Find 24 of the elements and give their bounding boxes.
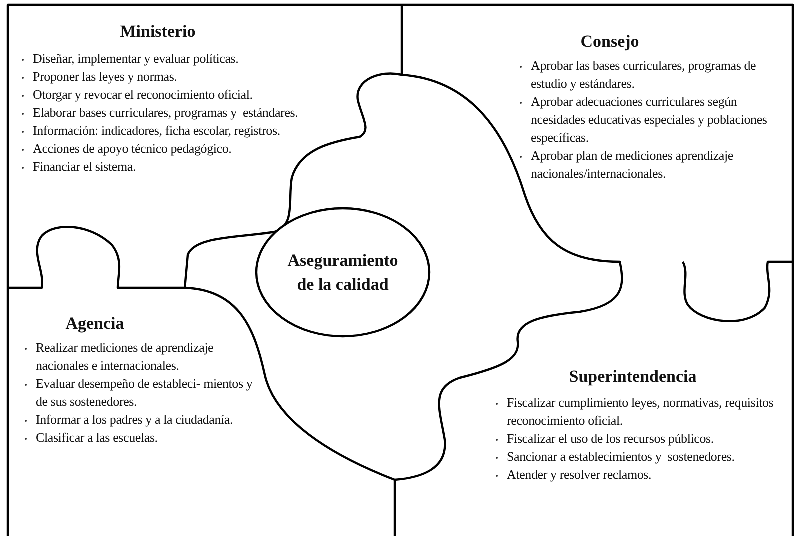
bullet-text: Diseñar, implementar y evaluar políticas. <box>33 51 239 66</box>
piece-heading: Superintendencia <box>569 367 697 387</box>
piece-heading: Consejo <box>580 32 640 52</box>
bullet-text: Sancionar a establecimientos y sostenedores. <box>507 449 735 464</box>
bullet-text: Aprobar las bases curriculares, programas de estudio y estándares. <box>531 58 758 91</box>
bullet-text: Elaborar bases curriculares, programas y estándares. <box>33 105 298 120</box>
bullet-text: Atender y resolver reclamos. <box>507 467 652 482</box>
bullet-text: Aprobar adecuaciones curriculares según ncesidades educativas especiales y poblaciones específicas. <box>531 94 768 145</box>
bullet-text: Fiscalizar el uso de los recursos públicos. <box>507 431 714 446</box>
bullet-text: Otorgar y revocar el reconocimiento oficial. <box>33 87 253 102</box>
bullet-text: Informar a los padres y a la ciudadanía. <box>36 412 234 427</box>
bullet-text: Fiscalizar cumplimiento leyes, normativas, requisitos reconocimiento oficial. <box>507 395 775 428</box>
bullet-text: Evaluar desempeño de estableci- mientos y de sus sostenedores. <box>36 376 254 409</box>
bullet-text: Financiar el sistema. <box>33 159 136 174</box>
bullet-text: Acciones de apoyo técnico pedagógico. <box>33 141 232 156</box>
bullet-text: Clasificar a las escuelas. <box>36 430 158 445</box>
piece-heading: Ministerio <box>120 22 196 42</box>
bullet-text: Aprobar plan de mediciones aprendizaje nacionales/internacionales. <box>531 148 734 181</box>
center-label: Aseguramiento de la calidad <box>286 250 400 296</box>
bullet-text: Realizar mediciones de aprendizaje nacionales e internacionales. <box>36 340 215 373</box>
bullet-text: Información: indicadores, ficha escolar, registros. <box>33 123 280 138</box>
quality-ellipse <box>255 207 431 338</box>
bullet-text: Proponer las leyes y normas. <box>33 69 178 84</box>
piece-heading: Agencia <box>66 314 124 334</box>
